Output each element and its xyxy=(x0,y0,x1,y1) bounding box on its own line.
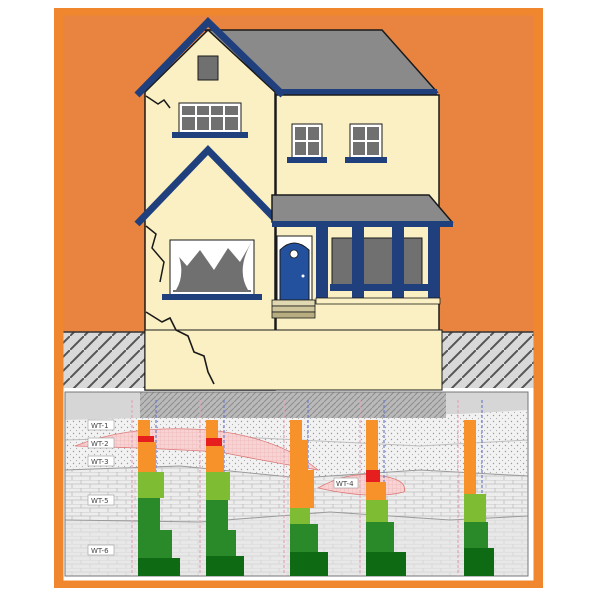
pile-segment xyxy=(138,530,172,558)
soil-label: WT-5 xyxy=(91,497,109,505)
upper-right-window-2 xyxy=(345,124,387,163)
pile-segment xyxy=(206,446,224,472)
front-door xyxy=(272,236,315,318)
soil-label: WT-1 xyxy=(91,422,109,430)
pile-segment xyxy=(290,552,328,576)
soil-label: WT-6 xyxy=(91,547,109,555)
lens-label: WT-4 xyxy=(336,480,354,488)
bay-window xyxy=(162,240,262,300)
pile-segment xyxy=(464,548,494,576)
pile-segment xyxy=(206,438,222,446)
upper-right-window-1 xyxy=(287,124,327,163)
pile-segment xyxy=(206,530,236,556)
pile-segment xyxy=(290,470,314,508)
pile-segment xyxy=(366,522,394,552)
pile-segment xyxy=(206,472,230,500)
pile-segment xyxy=(206,556,244,576)
soil-label: WT-3 xyxy=(91,458,109,466)
house-icon xyxy=(137,22,453,390)
pile-segment xyxy=(290,508,310,524)
pile-segment xyxy=(366,420,378,470)
pile-segment xyxy=(138,472,164,498)
soil-label-box: WT-1 xyxy=(88,420,114,430)
soil-label-box: WT-2 xyxy=(88,438,114,448)
pile-segment xyxy=(206,420,218,438)
attic-window xyxy=(198,56,218,80)
pile-segment xyxy=(290,420,302,440)
pile-segment xyxy=(138,442,156,472)
upper-left-window xyxy=(172,103,248,138)
pile-segment xyxy=(206,500,228,530)
pile-segment xyxy=(290,440,308,470)
porch-roof xyxy=(272,195,452,222)
pile-segment xyxy=(464,494,486,522)
pile-segment xyxy=(366,552,406,576)
pile-segment xyxy=(138,498,160,530)
pile-segment xyxy=(366,500,388,522)
pile-segment xyxy=(138,558,180,576)
pile-segment xyxy=(366,482,386,500)
pile-segment xyxy=(464,420,476,494)
pile-segment xyxy=(290,524,318,552)
soil-label-box: WT-3 xyxy=(88,456,114,466)
soil-label-box: WT-5 xyxy=(88,495,114,505)
pile-segment xyxy=(464,522,488,548)
pile-segment xyxy=(138,436,154,442)
pile-segment xyxy=(138,420,150,436)
lens-label-box: WT-4 xyxy=(334,478,358,488)
door-knocker-icon xyxy=(290,250,298,258)
pile-segment xyxy=(366,470,380,482)
soil-label-box: WT-6 xyxy=(88,545,114,555)
soil-label: WT-2 xyxy=(91,440,109,448)
